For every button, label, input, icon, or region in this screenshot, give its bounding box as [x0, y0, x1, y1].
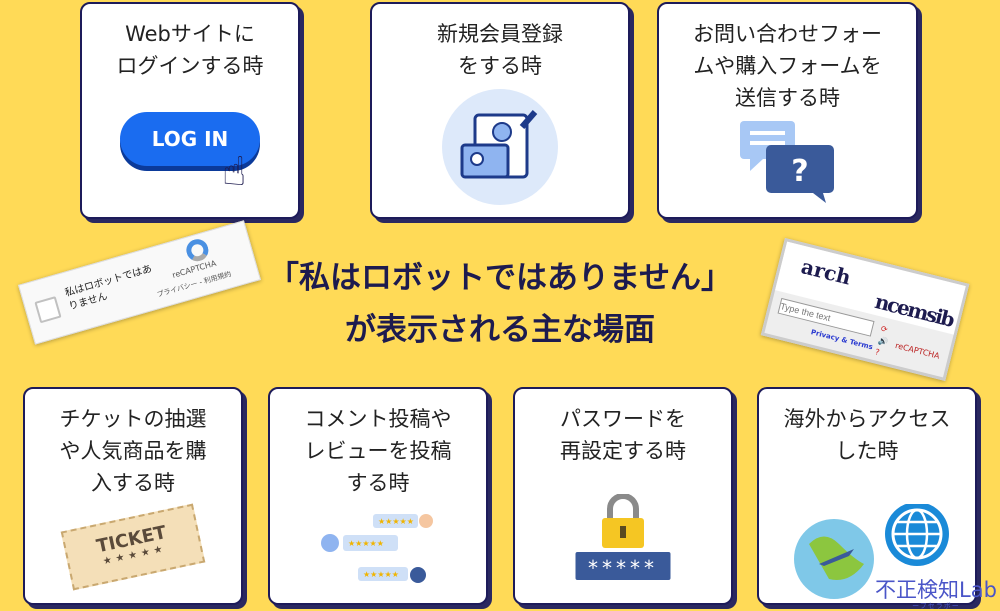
card-title: コメント投稿や レビューを投稿 する時 [304, 407, 452, 495]
svg-text:★★★★★: ★★★★★ [348, 539, 384, 548]
pointer-hand-icon: ☝ [222, 149, 247, 195]
recaptcha-checkbox-widget: 私はロボットではありません reCAPTCHA プライバシー - 利用規約 [18, 220, 261, 345]
card-ticket: チケットの抽選 や人気商品を購 入する時 TICKET ★★★★★ [23, 387, 243, 605]
card-comment: コメント投稿や レビューを投稿 する時 ★★★★★ ★★★★★ ★★★★★ [268, 387, 488, 605]
card-title: お問い合わせフォー ムや購入フォームを 送信する時 [693, 22, 882, 110]
card-title: パスワードを 再設定する時 [560, 407, 686, 463]
chat-question-icon: ? [739, 121, 834, 203]
captcha-word: arch [798, 254, 854, 290]
captcha-brand: reCAPTCHA [894, 341, 941, 361]
logo-name: 不正検知Lab [875, 578, 997, 602]
card-title: チケットの抽選 や人気商品を購 入する時 [59, 407, 207, 495]
svg-text:★★★★★: ★★★★★ [378, 517, 414, 526]
image-captcha-widget: arch ncemsib Privacy & Terms ⟳🔊? reCAPTC… [760, 238, 970, 381]
recaptcha-label: 私はロボットではありません [63, 263, 154, 313]
registration-form-icon [442, 89, 558, 205]
headline-line2: が表示される主な場面 [345, 312, 655, 348]
headline-line1: 「私はロボットではありません」 [267, 260, 733, 296]
svg-text:?: ? [791, 154, 808, 189]
card-title: 海外からアクセス した時 [783, 407, 951, 463]
padlock-icon [602, 494, 644, 548]
site-logo: 不正検知Lab ーフセラボー [875, 574, 997, 611]
svg-text:★★★★★: ★★★★★ [363, 570, 399, 579]
card-login: Webサイトに ログインする時 LOG IN ☝ [80, 2, 300, 219]
globe-airplane-icon [794, 504, 949, 599]
password-field: ***** [575, 552, 671, 580]
captcha-controls-icon[interactable]: ⟳🔊? [874, 324, 889, 358]
card-title: 新規会員登録 をする時 [437, 22, 563, 78]
card-overseas: 海外からアクセス した時 [757, 387, 977, 605]
recaptcha-checkbox[interactable] [34, 296, 62, 324]
ticket-icon: TICKET ★★★★★ [60, 503, 206, 591]
headline: 「私はロボットではありません」 が表示される主な場面 [250, 252, 750, 356]
login-button-illustration: LOG IN [120, 112, 260, 166]
card-contact-form: お問い合わせフォー ムや購入フォームを 送信する時 ? [657, 2, 918, 219]
review-comments-icon: ★★★★★ ★★★★★ ★★★★★ [321, 514, 433, 583]
card-password: パスワードを 再設定する時 ***** [513, 387, 733, 605]
card-register: 新規会員登録 をする時 [370, 2, 630, 219]
logo-sub: ーフセラボー [912, 602, 960, 610]
card-title: Webサイトに ログインする時 [116, 22, 264, 78]
